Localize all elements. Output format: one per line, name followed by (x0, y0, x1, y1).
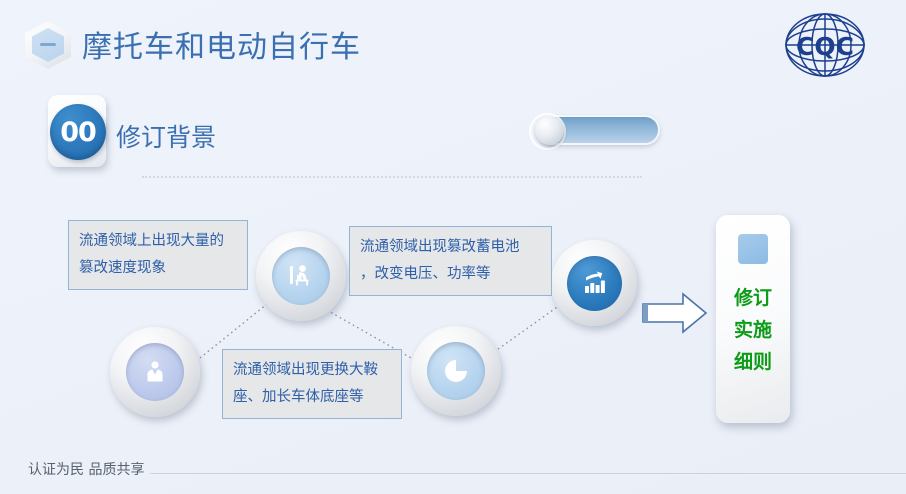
result-line: 细则 (733, 351, 772, 373)
flow-node-pie-chart[interactable] (411, 326, 501, 416)
right-block-arrow-icon (642, 292, 708, 334)
flow-text-box: 流通领域上出现大量的 篡改速度现象 (68, 220, 248, 290)
flow-text-line: 座、加长车体底座等 (233, 389, 364, 405)
page-title: 摩托车和电动自行车 (82, 30, 361, 65)
result-text: 修订 实施 细则 (716, 282, 790, 378)
flow-text-line: 流通领域上出现大量的 (79, 233, 224, 249)
section-label: 修订背景 (116, 123, 217, 152)
toggle-knob[interactable] (535, 116, 564, 145)
result-line: 实施 (733, 319, 772, 341)
flow-text-line: 篡改速度现象 (79, 260, 166, 276)
node-core (566, 255, 622, 311)
cqc-logo-text: CQC (796, 32, 854, 61)
person-user-icon (147, 361, 163, 382)
hexagon-dash-mark (40, 43, 56, 46)
node-core (427, 342, 485, 400)
flow-node-bar-chart-growth[interactable] (551, 240, 637, 326)
section-number: 00 (50, 104, 106, 160)
node-core (126, 343, 184, 401)
flow-node-person-user[interactable] (110, 327, 200, 417)
footer-divider (150, 473, 906, 474)
flow-text-box: 流通领域出现更换大鞍 座、加长车体底座等 (222, 349, 402, 419)
blue-square-chip (738, 234, 768, 264)
toggle-switch[interactable] (529, 113, 660, 150)
bar-chart-growth-icon (585, 271, 605, 293)
pie-chart-icon (445, 360, 467, 382)
node-core (272, 247, 330, 305)
flow-text-box: 流通领域出现篡改蓄电池 ，改变电压、功率等 (349, 226, 552, 296)
person-at-desk-icon (290, 265, 309, 286)
result-line: 修订 (733, 287, 772, 309)
section-divider (142, 176, 642, 178)
flow-text-line: 流通领域出现更换大鞍 (233, 362, 378, 378)
cqc-globe-logo: CQC (785, 13, 865, 77)
flow-text-line: 流通领域出现篡改蓄电池 (360, 239, 520, 255)
result-panel: 修订 实施 细则 (716, 215, 790, 423)
flow-node-person-at-desk[interactable] (256, 231, 346, 321)
flow-text-line: ，改变电压、功率等 (360, 266, 491, 282)
footer-slogan: 认证为民 品质共享 (28, 462, 145, 478)
hexagon-minus-icon (22, 18, 74, 72)
